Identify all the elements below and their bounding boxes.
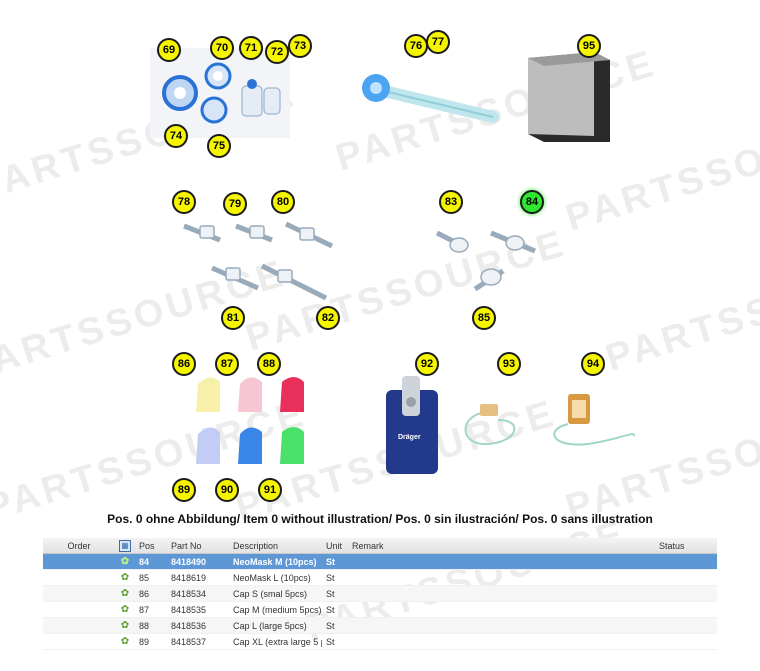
unit-cell: St — [326, 604, 335, 615]
neomask-set-image — [435, 230, 536, 292]
callout-76[interactable]: 76 — [404, 34, 428, 58]
column-header-remark[interactable]: Remark — [352, 540, 384, 551]
description-cell: Cap XL (extra large 5 pcs) — [233, 636, 322, 647]
parts-illustration: PARTSSOURCE PARTSSOURCE PARTSSOURCE PART… — [0, 30, 760, 650]
callout-86[interactable]: 86 — [172, 352, 196, 376]
table-row[interactable]: ✿ 88 8418536 Cap L (large 5pcs) St — [43, 618, 717, 634]
pos-cell: 87 — [139, 604, 150, 615]
parts-table: Order ▦ Pos Part No Description Unit Rem… — [43, 538, 717, 650]
column-header-pos[interactable]: Pos — [139, 540, 155, 551]
callout-79[interactable]: 79 — [223, 192, 247, 216]
callout-84[interactable]: 84 — [520, 190, 544, 214]
table-row[interactable]: ✿ 86 8418534 Cap S (smal 5pcs) St — [43, 586, 717, 602]
callout-89[interactable]: 89 — [172, 478, 196, 502]
table-body: ✿ 84 8418490 NeoMask M (10pcs) St ✿ 85 8… — [43, 554, 717, 650]
gear-icon[interactable]: ✿ — [120, 588, 130, 599]
callout-73[interactable]: 73 — [288, 34, 312, 58]
row-icon-cell[interactable]: ✿ — [115, 637, 135, 647]
callout-93[interactable]: 93 — [497, 352, 521, 376]
caps-set-image — [196, 377, 304, 464]
callout-81[interactable]: 81 — [221, 306, 245, 330]
callout-88[interactable]: 88 — [257, 352, 281, 376]
callout-87[interactable]: 87 — [215, 352, 239, 376]
callout-77[interactable]: 77 — [426, 30, 450, 54]
unit-cell: St — [326, 588, 335, 599]
filter-block-image — [528, 52, 610, 142]
adapter-set-image — [183, 221, 334, 301]
column-header-order[interactable]: Order — [67, 540, 91, 551]
callout-83[interactable]: 83 — [439, 190, 463, 214]
row-icon-cell[interactable]: ✿ — [115, 573, 135, 583]
callout-90[interactable]: 90 — [215, 478, 239, 502]
pos-cell: 89 — [139, 636, 150, 647]
column-header-icon[interactable]: ▦ — [115, 539, 135, 552]
table-header: Order ▦ Pos Part No Description Unit Rem… — [43, 538, 717, 554]
callout-72[interactable]: 72 — [265, 40, 289, 64]
callout-82[interactable]: 82 — [316, 306, 340, 330]
watermark: PARTSSOURCE — [600, 242, 760, 380]
unit-cell: St — [326, 572, 335, 583]
device-label: Dräger — [398, 434, 421, 441]
table-row[interactable]: ✿ 89 8418537 Cap XL (extra large 5 pcs) … — [43, 634, 717, 650]
callout-74[interactable]: 74 — [164, 124, 188, 148]
description-cell: NeoMask M (10pcs) — [233, 556, 317, 567]
callout-75[interactable]: 75 — [207, 134, 231, 158]
callout-94[interactable]: 94 — [581, 352, 605, 376]
connector-set-image — [150, 48, 290, 138]
column-header-description[interactable]: Description — [233, 540, 279, 551]
part-no-cell: 8418537 — [171, 636, 207, 647]
callout-71[interactable]: 71 — [239, 36, 263, 60]
callout-92[interactable]: 92 — [415, 352, 439, 376]
tube-assembly-image — [464, 404, 516, 446]
part-no-cell: 8418490 — [171, 556, 207, 567]
pos-cell: 86 — [139, 588, 150, 599]
gear-icon[interactable]: ✿ — [120, 620, 130, 631]
callout-91[interactable]: 91 — [258, 478, 282, 502]
grid-settings-icon[interactable]: ▦ — [119, 539, 131, 552]
description-cell: Cap L (large 5pcs) — [233, 620, 307, 631]
callout-80[interactable]: 80 — [271, 190, 295, 214]
part-no-cell: 8418536 — [171, 620, 207, 631]
column-header-status[interactable]: Status — [659, 540, 685, 551]
part-no-cell: 8418534 — [171, 588, 207, 599]
row-icon-cell[interactable]: ✿ — [115, 589, 135, 599]
description-cell: Cap M (medium 5pcs) — [233, 604, 322, 615]
callout-95[interactable]: 95 — [577, 34, 601, 58]
table-row[interactable]: ✿ 84 8418490 NeoMask M (10pcs) St — [43, 554, 717, 570]
part-no-cell: 8418619 — [171, 572, 207, 583]
unit-cell: St — [326, 620, 335, 631]
callout-70[interactable]: 70 — [210, 36, 234, 60]
chamber-assembly-image — [553, 394, 635, 446]
gear-icon[interactable]: ✿ — [120, 604, 130, 615]
column-header-unit[interactable]: Unit — [326, 540, 343, 551]
unit-cell: St — [326, 556, 335, 567]
pos-cell: 84 — [139, 556, 150, 567]
gear-icon[interactable]: ✿ — [120, 636, 130, 647]
callout-69[interactable]: 69 — [157, 38, 181, 62]
description-cell: Cap S (smal 5pcs) — [233, 588, 308, 599]
row-icon-cell[interactable]: ✿ — [115, 557, 135, 567]
table-row[interactable]: ✿ 87 8418535 Cap M (medium 5pcs) St — [43, 602, 717, 618]
column-header-part-no[interactable]: Part No — [171, 540, 202, 551]
pos-cell: 85 — [139, 572, 150, 583]
gear-icon[interactable]: ✿ — [120, 556, 130, 567]
row-icon-cell[interactable]: ✿ — [115, 621, 135, 631]
unit-cell: St — [326, 636, 335, 647]
row-icon-cell[interactable]: ✿ — [115, 605, 135, 615]
elbow-tube-image — [362, 74, 499, 123]
description-cell: NeoMask L (10pcs) — [233, 572, 311, 583]
illustration-caption: Pos. 0 ohne Abbildung/ Item 0 without il… — [107, 512, 653, 526]
gear-icon[interactable]: ✿ — [120, 572, 130, 583]
table-row[interactable]: ✿ 85 8418619 NeoMask L (10pcs) St — [43, 570, 717, 586]
humidifier-bag-image — [386, 376, 438, 474]
part-no-cell: 8418535 — [171, 604, 207, 615]
callout-78[interactable]: 78 — [172, 190, 196, 214]
pos-cell: 88 — [139, 620, 150, 631]
callout-85[interactable]: 85 — [472, 306, 496, 330]
